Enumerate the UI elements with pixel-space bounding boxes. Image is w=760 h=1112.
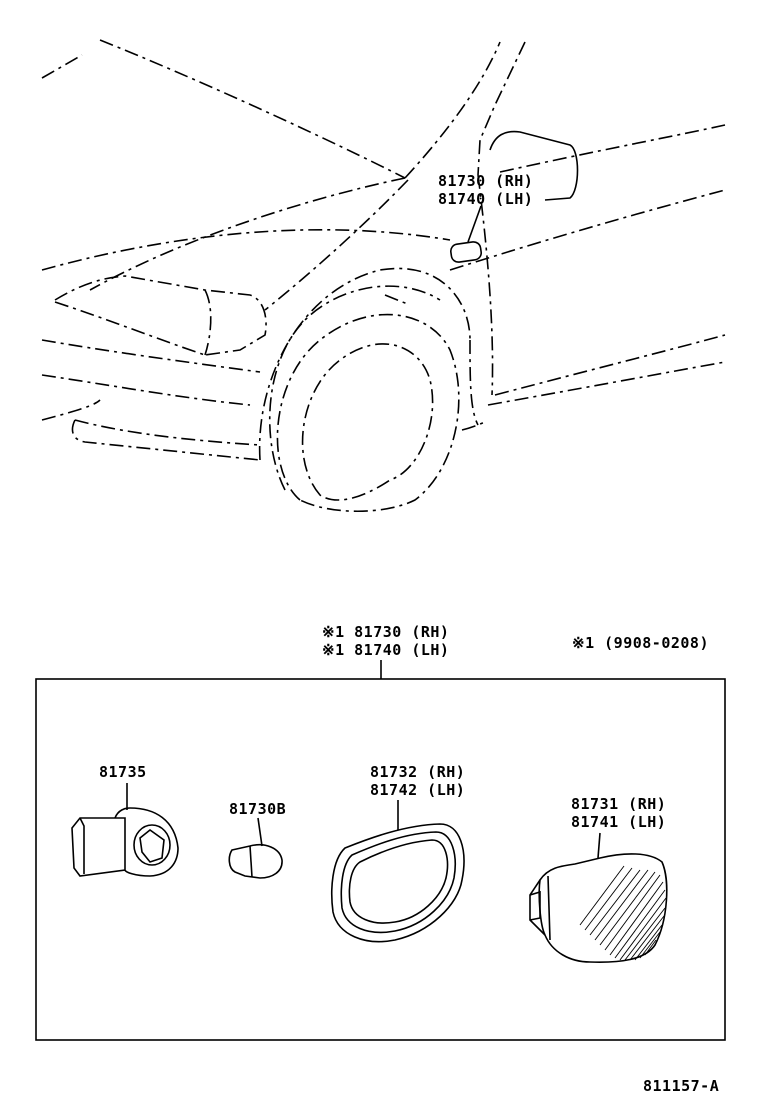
- gasket-part: [331, 800, 465, 943]
- part-label-socket: 81735: [99, 763, 147, 781]
- lens-part: [529, 832, 668, 963]
- part-label-bulb: 81730B: [229, 800, 287, 818]
- part-label-gasket-rh: 81732 (RH): [370, 763, 466, 781]
- socket-part: [71, 783, 179, 877]
- part-label-gasket-lh: 81742 (LH): [370, 781, 466, 799]
- part-label-lens-lh: 81741 (LH): [571, 813, 667, 831]
- diagram-id: 811157-A: [643, 1077, 720, 1095]
- vehicle-callout-lh: 81740 (LH): [438, 190, 534, 208]
- assembly-label-rh: ※1 81730 (RH): [322, 623, 450, 641]
- assembly-label-lh: ※1 81740 (LH): [322, 641, 450, 659]
- part-label-lens-rh: 81731 (RH): [571, 795, 667, 813]
- footnote-label: ※1 (9908-0208): [572, 634, 709, 652]
- vehicle-callout-rh: 81730 (RH): [438, 172, 534, 190]
- bulb-part: [228, 817, 283, 879]
